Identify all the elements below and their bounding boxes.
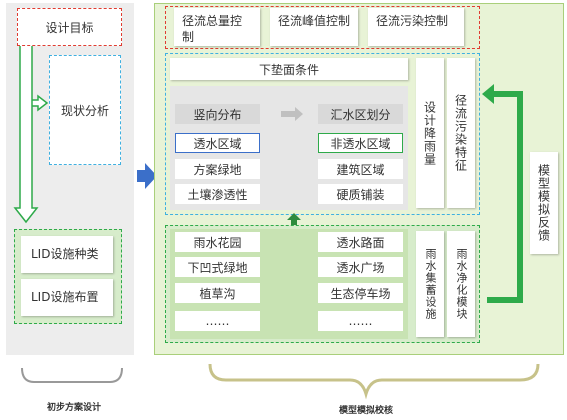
lid-left-4: …… [175, 311, 260, 331]
lid-right-4: …… [318, 311, 403, 331]
lid-left-1-label: 雨水花园 [193, 235, 242, 250]
goal-pollution-runoff-label: 径流污染控制 [376, 14, 449, 28]
goal-peak-runoff: 径流峰值控制 [270, 8, 358, 46]
grid-left-4-label: 土壤渗透性 [187, 187, 248, 202]
lid-left-2-label: 下凹式绿地 [187, 260, 248, 275]
lid-right-1: 透水路面 [318, 232, 403, 252]
left-caption: 初步方案设计 [46, 403, 101, 413]
grid-left-2: 透水区域 [175, 133, 260, 153]
grid-right-2-label: 非透水区域 [330, 136, 391, 151]
lid-left-4-label: …… [205, 314, 230, 328]
grid-left-1: 竖向分布 [175, 104, 260, 124]
design-goal-box: 设计目标 [17, 8, 122, 46]
lid-right-3: 生态停车场 [318, 283, 403, 303]
underlying-title: 下垫面条件 [170, 58, 408, 80]
underlying-group [165, 53, 480, 215]
goal-total-runoff: 径流总量控制 [174, 8, 260, 46]
feedback-label: 模型模拟反馈 [536, 164, 551, 242]
grid-right-2: 非透水区域 [318, 133, 403, 153]
grid-left-1-label: 竖向分布 [193, 107, 242, 122]
goal-peak-runoff-label: 径流峰值控制 [278, 14, 351, 28]
rain-storage-label: 雨水集蓄设施 [424, 248, 437, 320]
lid-right-4-label: …… [348, 314, 373, 328]
underlying-title-label: 下垫面条件 [258, 62, 319, 77]
status-analysis-box: 现状分析 [49, 55, 121, 165]
lid-left-item-1: LID设施种类 [21, 236, 113, 273]
right-caption: 模型模拟校核 [338, 406, 393, 416]
design-rainfall-box: 设计降雨量 [416, 58, 444, 208]
feedback-box: 模型模拟反馈 [530, 152, 558, 254]
grid-right-3-label: 建筑区域 [336, 162, 385, 177]
lid-right-3-label: 生态停车场 [330, 286, 391, 301]
design-rainfall-label: 设计降雨量 [422, 100, 437, 166]
rain-purify-label: 雨水净化模块 [455, 248, 468, 320]
pollution-character-label: 径流污染特征 [453, 94, 468, 172]
grid-right-1-label: 汇水区划分 [330, 107, 391, 122]
lid-left-3-label: 植草沟 [199, 286, 236, 301]
pollution-character-box: 径流污染特征 [447, 58, 475, 208]
top-goals-group [165, 6, 480, 49]
grid-left-3-label: 方案绿地 [193, 162, 242, 177]
grid-left-3: 方案绿地 [175, 159, 260, 179]
grid-right-4: 硬质铺装 [318, 184, 403, 204]
grid-right-3: 建筑区域 [318, 159, 403, 179]
design-goal-label: 设计目标 [45, 20, 94, 35]
lid-left-2: 下凹式绿地 [175, 257, 260, 277]
goal-pollution-runoff: 径流污染控制 [368, 8, 464, 46]
lid-right-2: 透水广场 [318, 257, 403, 277]
grid-right-1: 汇水区划分 [318, 104, 403, 124]
lid-left-1: 雨水花园 [175, 232, 260, 252]
grid-left-4: 土壤渗透性 [175, 184, 260, 204]
goal-total-runoff-label: 径流总量控制 [182, 14, 243, 44]
rain-storage-box: 雨水集蓄设施 [416, 231, 444, 337]
rain-purify-box: 雨水净化模块 [447, 231, 475, 337]
lid-left-item-2-label: LID设施布置 [31, 290, 99, 304]
lid-right-1-label: 透水路面 [336, 235, 385, 250]
status-analysis-label: 现状分析 [60, 103, 109, 118]
grid-right-4-label: 硬质铺装 [336, 187, 385, 202]
lid-left-item-2: LID设施布置 [21, 279, 113, 316]
lid-left-item-1-label: LID设施种类 [31, 247, 99, 261]
grid-left-2-label: 透水区域 [193, 136, 242, 151]
lid-left-3: 植草沟 [175, 283, 260, 303]
lid-right-2-label: 透水广场 [336, 260, 385, 275]
